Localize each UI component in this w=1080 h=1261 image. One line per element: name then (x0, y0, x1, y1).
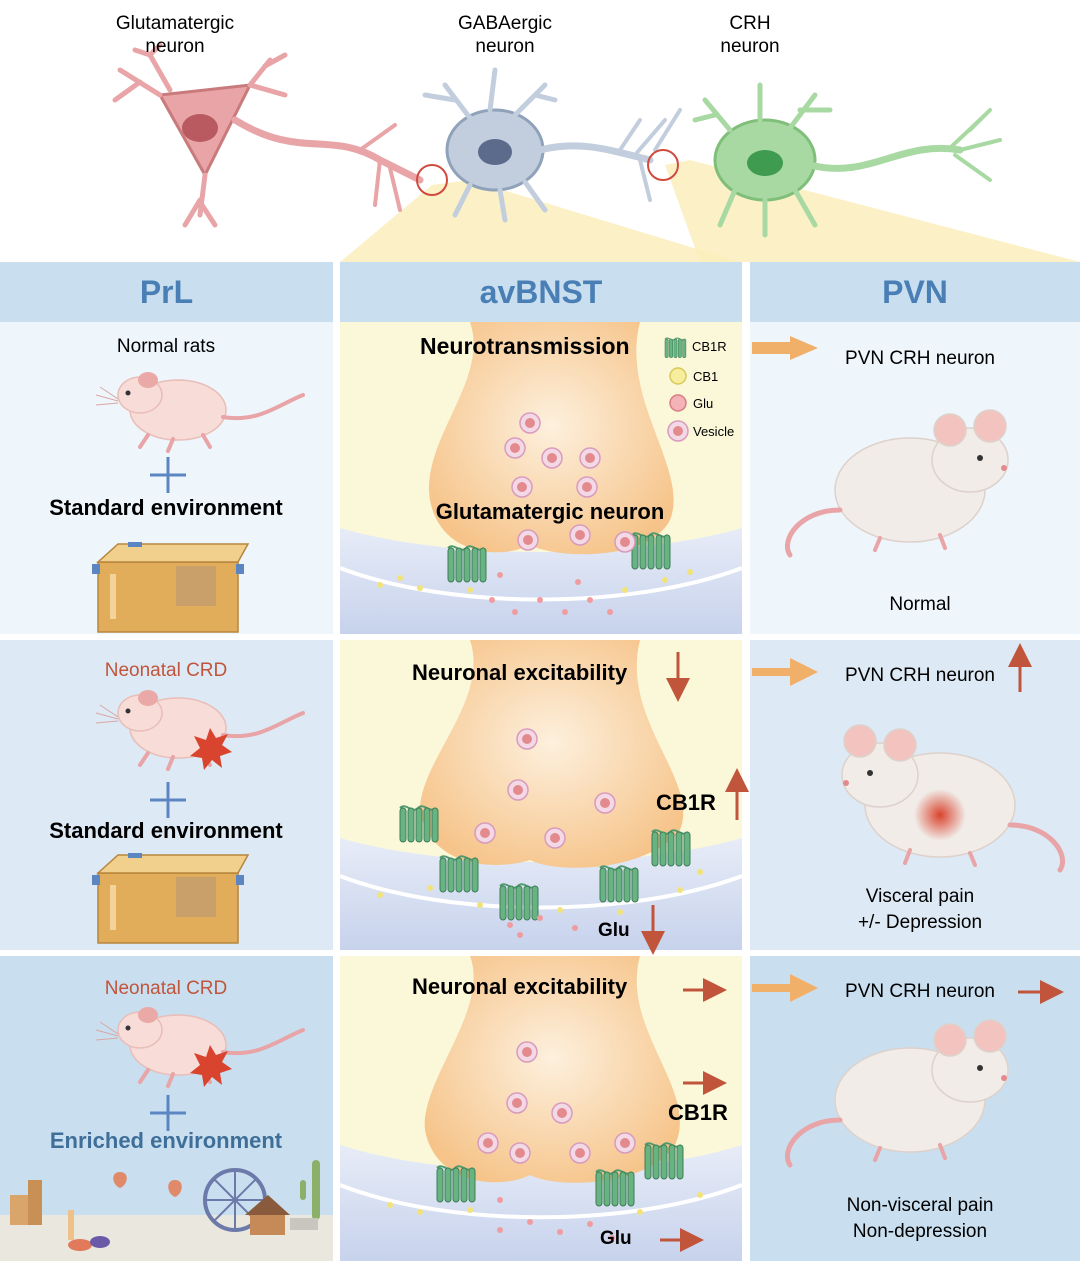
row1-pvn-crh-label: PVN CRH neuron (845, 348, 995, 369)
enriched-environment-icon (0, 1160, 333, 1261)
vesicle-legend-icon (667, 420, 689, 442)
row1-outcome-label: Normal (889, 594, 951, 615)
cb1r-legend-icon (664, 337, 687, 359)
glutamatergic-neuron-label: Glutamatergic neuron (115, 13, 235, 57)
normal-rats-label: Normal rats (116, 336, 216, 357)
cb1-legend-icon (669, 367, 687, 385)
healthy-mouse-icon (787, 1020, 1008, 1165)
legend-glu: Glu (693, 396, 714, 411)
synapse-row2-icon (339, 640, 743, 950)
header-prl: PrL (0, 262, 333, 322)
normal-mouse-icon (787, 410, 1008, 555)
row2-outcome-label-1: Visceral pain (865, 886, 975, 907)
neuronal-excitability-label: Neuronal excitability (412, 660, 628, 685)
row2-output-arrow (752, 658, 818, 686)
cb1r-label-2: CB1R (668, 1100, 728, 1125)
cb1r-label: CB1R (656, 790, 716, 815)
glu-legend-icon (669, 394, 687, 412)
synapse-row3-icon (339, 956, 743, 1261)
row3-outcome-label-1: Non-visceral pain (846, 1195, 994, 1216)
legend-cb1r: CB1R (692, 339, 727, 354)
plus-icon-2 (150, 782, 186, 818)
row3-outcome-label-2: Non-depression (852, 1221, 988, 1242)
standard-cage-icon-2 (91, 852, 249, 944)
crh-neuron-label: CRH neuron (720, 13, 780, 57)
neonatal-crd-label-2: Neonatal CRD (104, 978, 228, 999)
row2-outcome-label-2: +/- Depression (857, 912, 983, 933)
row2-pvn-crh-label: PVN CRH neuron (845, 665, 995, 686)
header-avbnst: avBNST (340, 262, 742, 322)
standard-environment-label: Standard environment (49, 495, 283, 520)
plus-icon (150, 457, 186, 493)
glu-label: Glu (598, 920, 630, 941)
standard-environment-label-2: Standard environment (49, 818, 283, 843)
legend-cb1: CB1 (693, 369, 719, 384)
synapse-row1-icon (339, 322, 743, 634)
glutamatergic-neuron-synapse-label: Glutamatergic neuron (435, 499, 665, 524)
pain-burst-icon (190, 728, 232, 770)
neurotransmission-title: Neurotransmission (420, 333, 630, 359)
normal-rat-icon (94, 370, 305, 453)
neuron-chain-illustration (112, 42, 1080, 262)
pain-burst-icon-2 (190, 1045, 232, 1087)
visceral-pain-spot (914, 789, 966, 841)
enriched-environment-label: Enriched environment (49, 1128, 283, 1153)
gabaergic-neuron-icon (422, 67, 682, 223)
gabaergic-neuron-label: GABAergic neuron (458, 13, 552, 57)
row3-pvn-crh-label: PVN CRH neuron (845, 981, 995, 1002)
standard-cage-icon (91, 541, 249, 633)
row3-output-arrow (752, 974, 818, 1002)
legend-vesicle: Vesicle (693, 424, 735, 439)
crh-neuron-icon (692, 82, 1002, 238)
glutamatergic-neuron-icon (112, 42, 424, 228)
glu-label-2: Glu (600, 1228, 632, 1249)
neuronal-excitability-label-2: Neuronal excitability (412, 974, 628, 999)
neonatal-crd-label: Neonatal CRD (104, 660, 228, 681)
plus-icon-3 (150, 1095, 186, 1131)
header-pvn: PVN (750, 262, 1080, 322)
